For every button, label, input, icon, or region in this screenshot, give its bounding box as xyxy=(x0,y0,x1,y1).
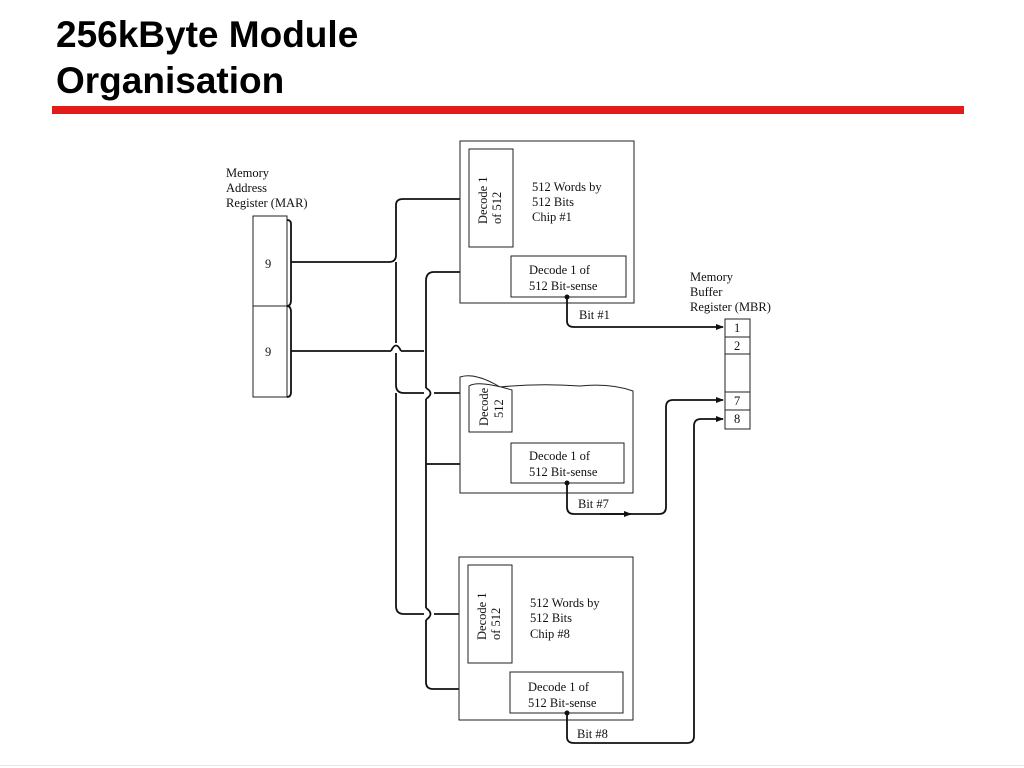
mar-label-line-2: Address xyxy=(226,181,267,195)
mbr-cell-8: 8 xyxy=(734,412,740,426)
bit-1-label: Bit #1 xyxy=(579,308,610,322)
row-address-bus xyxy=(291,196,469,617)
bottom-rule xyxy=(0,765,1024,766)
chip-7-row-decoder-line-2: 512 xyxy=(492,399,506,418)
bit-8-label: Bit #8 xyxy=(577,727,608,741)
mbr-label-line-3: Register (MBR) xyxy=(690,300,771,314)
mbr-label-line-2: Buffer xyxy=(690,285,723,299)
chip-1: Decode 1 of 512 512 Words by 512 Bits Ch… xyxy=(459,140,635,304)
bit-8-line: Bit #8 xyxy=(564,416,724,744)
chip-1-desc-line-1: 512 Words by xyxy=(532,180,602,194)
mbr-group: Memory Buffer Register (MBR) 1 2 7 8 xyxy=(690,270,771,430)
chip-8-desc-line-3: Chip #8 xyxy=(530,627,570,641)
chip-1-row-decoder-line-1: Decode 1 xyxy=(476,176,490,224)
chip-8-desc-line-2: 512 Bits xyxy=(530,611,572,625)
mar-label-line-1: Memory xyxy=(226,166,270,180)
chip-8-row-decoder xyxy=(467,564,513,664)
chip-7-row-decoder xyxy=(468,383,513,433)
mar-field-bottom: 9 xyxy=(265,345,271,359)
mbr-cell-1: 1 xyxy=(734,321,740,335)
chip-7: Decode 512 Decode 1 of 512 Bit-sense xyxy=(459,375,634,494)
mar-group: Memory Address Register (MAR) 9 9 xyxy=(226,166,308,398)
chip-1-sense-line-2: 512 Bit-sense xyxy=(529,279,598,293)
bit-7-line: Bit #7 xyxy=(564,397,724,517)
bit-1-line: Bit #1 xyxy=(564,294,724,330)
chip-7-sense-line-2: 512 Bit-sense xyxy=(529,465,598,479)
mar-bracket-top xyxy=(286,219,292,307)
chip-8-sense-line-2: 512 Bit-sense xyxy=(528,696,597,710)
chip-1-desc-line-3: Chip #1 xyxy=(532,210,572,224)
mar-bracket-bottom xyxy=(286,305,292,398)
chip-8-row-decoder-line-2: of 512 xyxy=(489,608,503,640)
chip-1-desc-line-2: 512 Bits xyxy=(532,195,574,209)
slide-title-line-1: 256kByte Module xyxy=(56,14,359,55)
chip-8-sense-line-1: Decode 1 of xyxy=(528,680,590,694)
chip-8-row-decoder-line-1: Decode 1 xyxy=(475,592,489,640)
mbr-cell-7: 7 xyxy=(734,394,740,408)
slide-title-line-2: Organisation xyxy=(56,60,285,101)
mar-label-line-3: Register (MAR) xyxy=(226,196,308,210)
chip-1-bit-sense xyxy=(510,255,627,298)
mbr-label-line-1: Memory xyxy=(690,270,734,284)
chip-1-row-decoder-line-2: of 512 xyxy=(490,192,504,224)
mar-field-top: 9 xyxy=(265,257,271,271)
chip-1-row-decoder xyxy=(468,148,514,248)
chip-1-sense-line-1: Decode 1 of xyxy=(529,263,591,277)
chip-8: Decode 1 of 512 512 Words by 512 Bits Ch… xyxy=(458,556,634,721)
title-rule xyxy=(52,106,964,114)
bit-7-label: Bit #7 xyxy=(578,497,609,511)
chip-7-sense-line-1: Decode 1 of xyxy=(529,449,591,463)
mbr-cell-2: 2 xyxy=(734,339,740,353)
slide-title: 256kByte Module Organisation xyxy=(56,12,358,104)
chip-7-row-decoder-line-1: Decode xyxy=(477,387,491,426)
chip-8-desc-line-1: 512 Words by xyxy=(530,596,600,610)
